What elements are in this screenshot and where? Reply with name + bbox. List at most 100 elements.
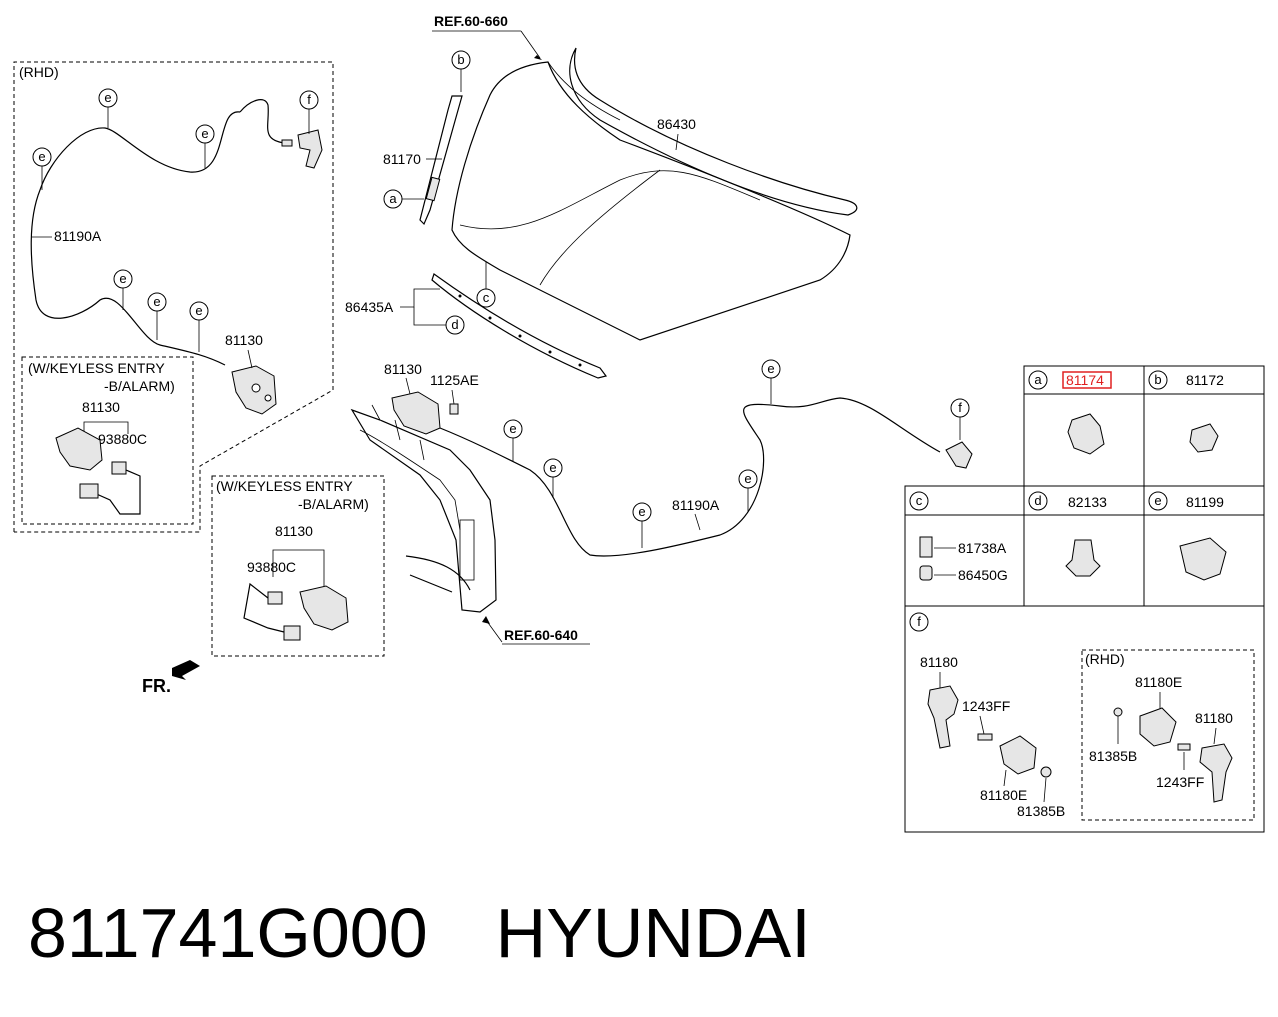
svg-text:e: e (1154, 493, 1161, 508)
svg-text:a: a (1034, 372, 1042, 387)
part-label-81170: 81170 (383, 151, 421, 167)
part-label-81130-keyless-rhd: 81130 (82, 399, 120, 415)
svg-text:e: e (195, 303, 202, 318)
svg-text:e: e (509, 421, 516, 436)
front-arrow-icon (172, 660, 200, 680)
lever-bracket-icon (999, 735, 1037, 775)
keyless-title-2-center: -B/ALARM) (298, 496, 369, 512)
release-lever-icon (927, 685, 959, 749)
legend-c-part-2: 86450G (958, 567, 1008, 583)
callout-e: e (195, 124, 215, 144)
callout-e: e (98, 88, 118, 108)
svg-text:e: e (119, 271, 126, 286)
legend-f-81180-rhd: 81180 (1195, 710, 1233, 726)
hood-latch-center-icon (391, 391, 441, 435)
callout-e-legend: e (1148, 491, 1168, 511)
callout-b-legend: b (1148, 370, 1168, 390)
callout-d-legend: d (1028, 491, 1048, 511)
front-label: FR. (142, 676, 171, 696)
svg-text:a: a (389, 191, 397, 206)
part-label-86435A: 86435A (345, 299, 394, 315)
legend-c-part-1: 81738A (958, 540, 1007, 556)
keyless-title-1: (W/KEYLESS ENTRY (28, 360, 165, 376)
callout-e: e (543, 458, 563, 478)
svg-text:e: e (549, 460, 556, 475)
svg-text:d: d (1034, 493, 1041, 508)
part-label-93880C-keyless: 93880C (247, 559, 296, 575)
release-handle-icon (297, 129, 323, 169)
legend-table: a 81174 b 81172 c 81738A 86450G d 82133 … (904, 365, 1265, 833)
clip-82133-icon (1065, 539, 1101, 577)
legend-b-part: 81172 (1186, 372, 1224, 388)
footer-caption: 811741G000 HYUNDAI (28, 888, 811, 978)
rhd-label: (RHD) (19, 64, 59, 80)
svg-text:e: e (744, 471, 751, 486)
svg-text:e: e (767, 361, 774, 376)
legend-e-part: 81199 (1186, 494, 1224, 510)
svg-text:c: c (916, 493, 923, 508)
part-label-81130-rhd: 81130 (225, 332, 263, 348)
center-assembly: 81130 1125AE 81190A e e e e e f REF.60-6… (142, 359, 973, 696)
bumper-icon (919, 536, 933, 558)
grommet-icon (1189, 423, 1219, 453)
brand-name: HYUNDAI (495, 894, 811, 972)
callout-e: e (113, 269, 133, 289)
highlight-box (1062, 371, 1112, 389)
part-label-81130-keyless: 81130 (275, 523, 313, 539)
svg-text:f: f (958, 400, 962, 415)
legend-f-81180E: 81180E (980, 787, 1027, 803)
release-lever-rhd-icon (1199, 743, 1233, 803)
callout-e: e (147, 292, 167, 312)
keyless-title-2: -B/ALARM) (104, 378, 175, 394)
callout-f: f (950, 398, 970, 418)
svg-text:c: c (483, 290, 490, 305)
lever-bracket-rhd-icon (1139, 707, 1177, 747)
callout-c-legend: c (909, 491, 929, 511)
part-label-81190A-rhd: 81190A (54, 228, 102, 244)
svg-text:e: e (104, 90, 111, 105)
callout-b: b (451, 50, 471, 70)
part-number: 811741G000 (28, 894, 428, 972)
legend-a-part: 81174 (1066, 372, 1104, 388)
clip-81174-icon (1067, 413, 1105, 455)
callout-e: e (761, 359, 781, 379)
callout-e: e (32, 147, 52, 167)
callout-e: e (189, 301, 209, 321)
keyless-title-1-center: (W/KEYLESS ENTRY (216, 478, 353, 494)
callout-f: f (299, 90, 319, 110)
ref-bottom: REF.60-640 (504, 627, 578, 643)
svg-text:e: e (201, 126, 208, 141)
svg-text:b: b (457, 52, 464, 67)
legend-f-81385B: 81385B (1017, 803, 1065, 819)
svg-text:f: f (917, 614, 921, 629)
part-label-93880C-keyless-rhd: 93880C (98, 431, 147, 447)
svg-text:f: f (307, 92, 311, 107)
ref-top: REF.60-660 (434, 13, 508, 29)
legend-f-rhd-label: (RHD) (1085, 651, 1125, 667)
legend-d-part: 82133 (1068, 494, 1107, 510)
legend-f-81180E-rhd: 81180E (1135, 674, 1182, 690)
callout-f-legend: f (909, 612, 929, 632)
callout-a: a (383, 189, 403, 209)
parts-diagram: (RHD) 81190A 81130 e e e e e e f (W/KEYL… (13, 13, 1265, 833)
part-label-81190A-center: 81190A (672, 497, 720, 513)
svg-text:e: e (638, 504, 645, 519)
callout-e: e (632, 502, 652, 522)
svg-text:e: e (38, 149, 45, 164)
legend-f-81180: 81180 (920, 654, 958, 670)
rhd-region: (RHD) 81190A 81130 e e e e e e f (W/KEYL… (13, 61, 334, 533)
cable-clip-icon (1179, 537, 1227, 581)
svg-text:e: e (153, 294, 160, 309)
svg-text:b: b (1154, 372, 1161, 387)
callout-e: e (503, 419, 523, 439)
legend-f-1243FF: 1243FF (962, 698, 1010, 714)
hood-assembly: REF.60-660 86430 b 81170 a c 86435A d (345, 13, 858, 379)
legend-f-81385B-rhd: 81385B (1089, 748, 1137, 764)
legend-f-1243FF-rhd: 1243FF (1156, 774, 1204, 790)
part-label-86430: 86430 (657, 116, 696, 132)
part-label-81130-center: 81130 (384, 361, 422, 377)
callout-e: e (738, 469, 758, 489)
part-label-1125AE: 1125AE (430, 372, 479, 388)
callout-d: d (445, 315, 465, 335)
callout-c: c (476, 288, 496, 308)
